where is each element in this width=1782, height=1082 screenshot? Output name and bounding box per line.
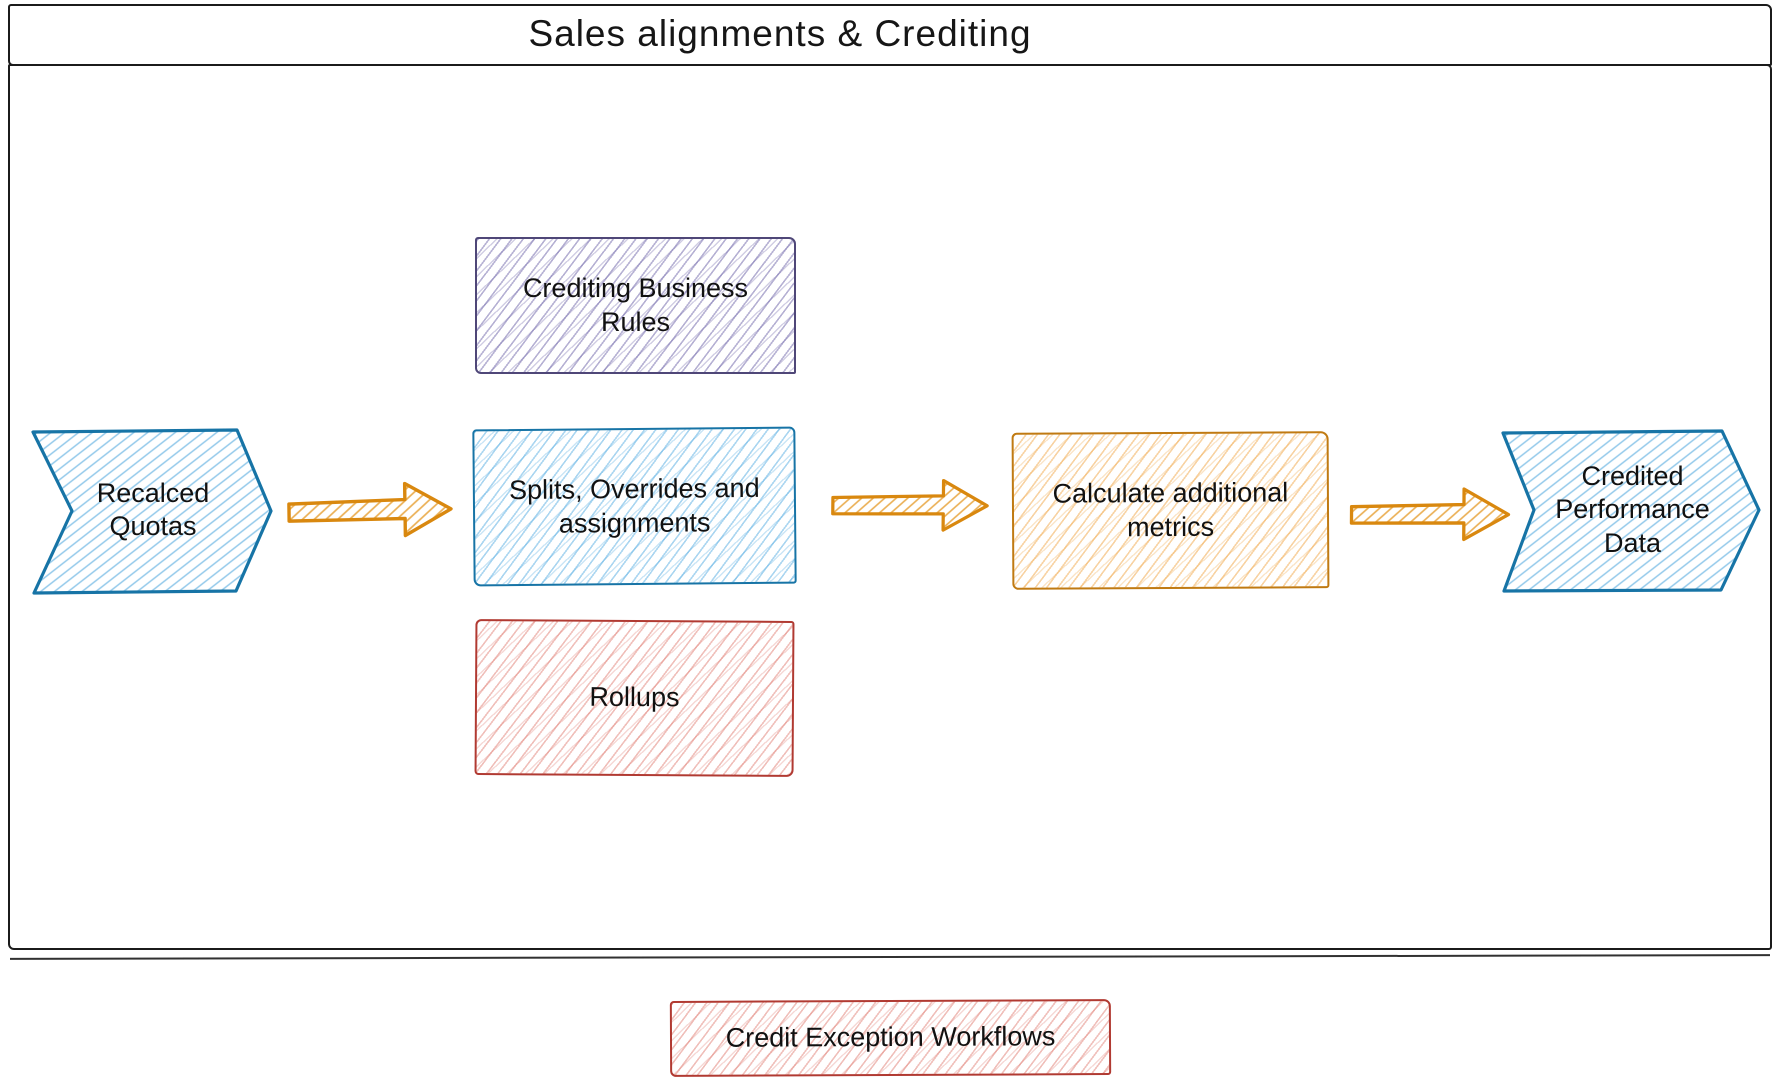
node-label: Rollups	[589, 681, 680, 713]
node-label: Calculate additional metrics	[1052, 477, 1289, 542]
node-crediting-business-rules[interactable]: Crediting Business Rules	[475, 237, 796, 374]
arrow-right-icon[interactable]	[1348, 482, 1512, 545]
node-label: Credit Exception Workflows	[725, 1021, 1056, 1053]
node-credited-performance-data[interactable]: Credited Performance Data	[1500, 428, 1762, 594]
node-recalced-quotas[interactable]: Recalced Quotas	[30, 426, 274, 596]
node-splits-overrides-assignments[interactable]: Splits, Overrides and assignments	[472, 426, 797, 587]
arrow-right-icon[interactable]	[830, 473, 991, 537]
node-credit-exception-workflows[interactable]: Credit Exception Workflows	[669, 999, 1112, 1077]
node-rollups[interactable]: Rollups	[474, 619, 795, 777]
chevron-shape-icon	[1501, 429, 1761, 593]
sketch-echo-line	[9, 954, 1771, 960]
node-calculate-additional-metrics[interactable]: Calculate additional metrics	[1011, 431, 1330, 590]
node-label: Splits, Overrides and assignments	[508, 472, 760, 539]
chevron-shape-icon	[31, 428, 273, 595]
node-label: Crediting Business Rules	[522, 273, 749, 337]
diagram-title: Sales alignments & Crediting	[528, 13, 1032, 54]
arrow-right-icon[interactable]	[286, 477, 455, 543]
